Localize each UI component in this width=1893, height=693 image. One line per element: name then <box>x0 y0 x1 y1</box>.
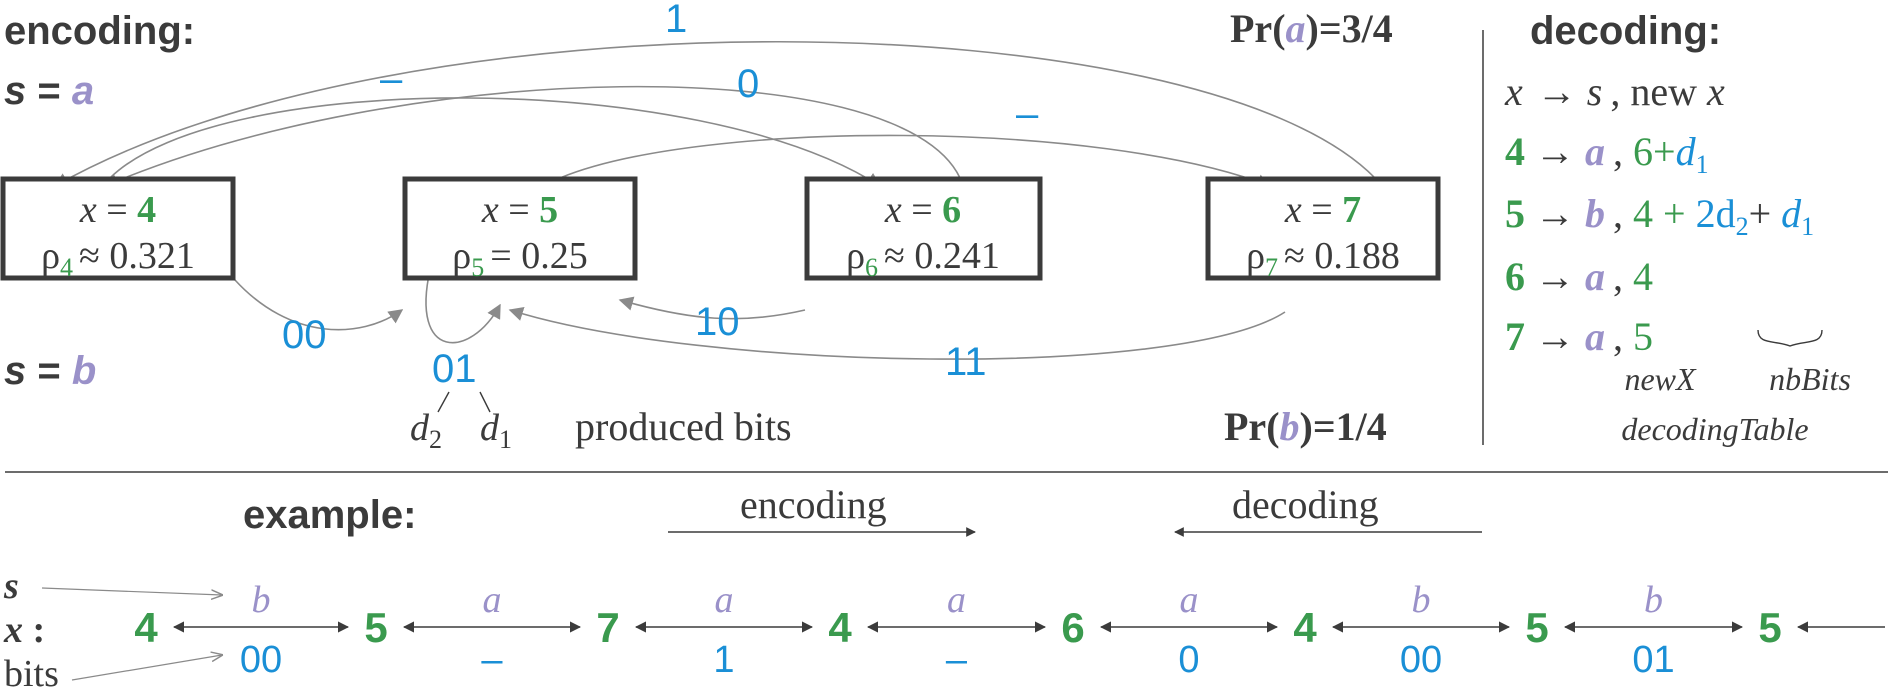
arc-label-11: 11 <box>945 340 987 384</box>
encoding-bottom-arcs <box>234 269 1286 360</box>
state-boxes: x = 4 ρ4≈ 0.321 x = 5 ρ5= 0.25 x = 6 ρ6≈… <box>0 176 1441 282</box>
state-7-rho: ρ7≈ 0.188 <box>1246 235 1400 282</box>
state-6-rho: ρ6≈ 0.241 <box>846 235 1000 282</box>
state-4-x: x = 4 <box>79 189 156 231</box>
example-bits-3: – <box>946 639 968 681</box>
example-state-7: 5 <box>1758 604 1781 651</box>
state-6-x: x = 6 <box>884 189 961 231</box>
s-equals-a-label: s = a <box>4 69 94 113</box>
decoding-heading: decoding: <box>1530 9 1721 53</box>
s-equals-b-label: s = b <box>4 349 96 393</box>
d1-label: d1 <box>480 407 512 454</box>
example-symbol-3: a <box>947 579 966 621</box>
encoding-top-arcs <box>53 41 1376 189</box>
newx-label: newX <box>1624 361 1697 397</box>
arc-label-01: 01 <box>432 347 477 391</box>
encoding-heading: encoding: <box>4 9 195 53</box>
arc-label-dash-right: – <box>1016 92 1039 136</box>
decoding-row-7: 7→a,5 <box>1505 314 1653 359</box>
example-state-3: 4 <box>828 604 852 651</box>
example-bits-2: 1 <box>713 639 734 681</box>
arc-label-dash-left: – <box>380 57 403 101</box>
example-symbol-4: a <box>1180 579 1199 621</box>
example-chain: 4 5 7 4 6 4 5 5 b 00 a – a 1 a – a 0 b 00 b 01 <box>134 579 1885 681</box>
arc-label-0: 0 <box>737 62 759 106</box>
arc-5-to-7 <box>559 134 1272 189</box>
example-bits-0: 00 <box>240 639 282 681</box>
example-state-2: 7 <box>596 604 619 651</box>
state-box-6: x = 6 ρ6≈ 0.241 <box>804 176 1043 282</box>
example-symbol-0: b <box>252 579 271 621</box>
arc-6-to-5-bits10 <box>618 296 806 320</box>
example-row-s-label: s <box>3 565 19 607</box>
example-bits-4: 0 <box>1178 639 1199 681</box>
arc-label-00: 00 <box>282 313 327 357</box>
arc-7-to-4 <box>53 41 1376 187</box>
decoding-row-4: 4→a,6+d1 <box>1505 129 1709 179</box>
produced-bits-label: produced bits <box>575 404 792 449</box>
arc-7-to-5-bits11 <box>508 307 1286 360</box>
state-7-x: x = 7 <box>1284 189 1361 231</box>
example-bits-5: 00 <box>1400 639 1442 681</box>
nbbits-label: nbBits <box>1769 361 1851 397</box>
nbbits-brace <box>1757 329 1823 347</box>
decoding-table-label: decodingTable <box>1621 411 1808 447</box>
state-box-7: x = 7 ρ7≈ 0.188 <box>1205 176 1441 282</box>
example-symbol-6: b <box>1644 579 1663 621</box>
example-bits-6: 01 <box>1632 639 1674 681</box>
prob-b-label: Pr(b)=1/4 <box>1224 404 1387 449</box>
state-box-5: x = 5 ρ5= 0.25 <box>402 176 638 282</box>
state-5-rho: ρ5= 0.25 <box>452 235 587 282</box>
s-pointer-arrow <box>41 587 222 595</box>
arc-label-1: 1 <box>665 0 687 41</box>
example-symbol-2: a <box>715 579 734 621</box>
arc-5-to-5-bits01 <box>425 269 501 344</box>
encoding-direction-label: encoding <box>740 482 887 527</box>
state-4-rho: ρ4≈ 0.321 <box>41 235 195 282</box>
decoding-direction-label: decoding <box>1232 482 1379 527</box>
example-state-1: 5 <box>364 604 387 651</box>
decoding-row-6: 6→a,4 <box>1505 254 1653 299</box>
decoding-table: 4→a,6+d1 5→b,4 + 2d2+ d1 6→a,4 7→a,5 <box>1505 129 1814 359</box>
arc-6-to-4 <box>103 85 961 188</box>
example-state-5: 4 <box>1293 604 1317 651</box>
arc-4-to-6 <box>109 97 882 187</box>
example-state-4: 6 <box>1061 604 1084 651</box>
example-symbol-1: a <box>483 579 502 621</box>
example-heading: example: <box>243 493 416 537</box>
example-symbol-5: b <box>1412 579 1431 621</box>
decoding-row-5: 5→b,4 + 2d2+ d1 <box>1505 191 1814 241</box>
example-row-bits-label: bits <box>4 653 59 693</box>
state-box-4: x = 4 ρ4≈ 0.321 <box>0 176 236 282</box>
state-5-x: x = 5 <box>481 189 558 231</box>
bits-pointer-arrow <box>71 655 222 681</box>
example-row-x-label: x : <box>3 609 45 651</box>
arc-4-to-5-bits00 <box>234 279 404 331</box>
example-state-6: 5 <box>1525 604 1548 651</box>
arc-label-10: 10 <box>695 300 740 344</box>
example-state-0: 4 <box>134 604 158 651</box>
example-bits-1: – <box>481 639 503 681</box>
d2-label: d2 <box>410 407 442 454</box>
encoding-arc-labels: 1 – 0 – 00 01 10 11 <box>282 0 1039 391</box>
prob-a-label: Pr(a)=3/4 <box>1230 6 1393 51</box>
produced-bits-annotation: d2 d1 produced bits <box>410 391 792 454</box>
